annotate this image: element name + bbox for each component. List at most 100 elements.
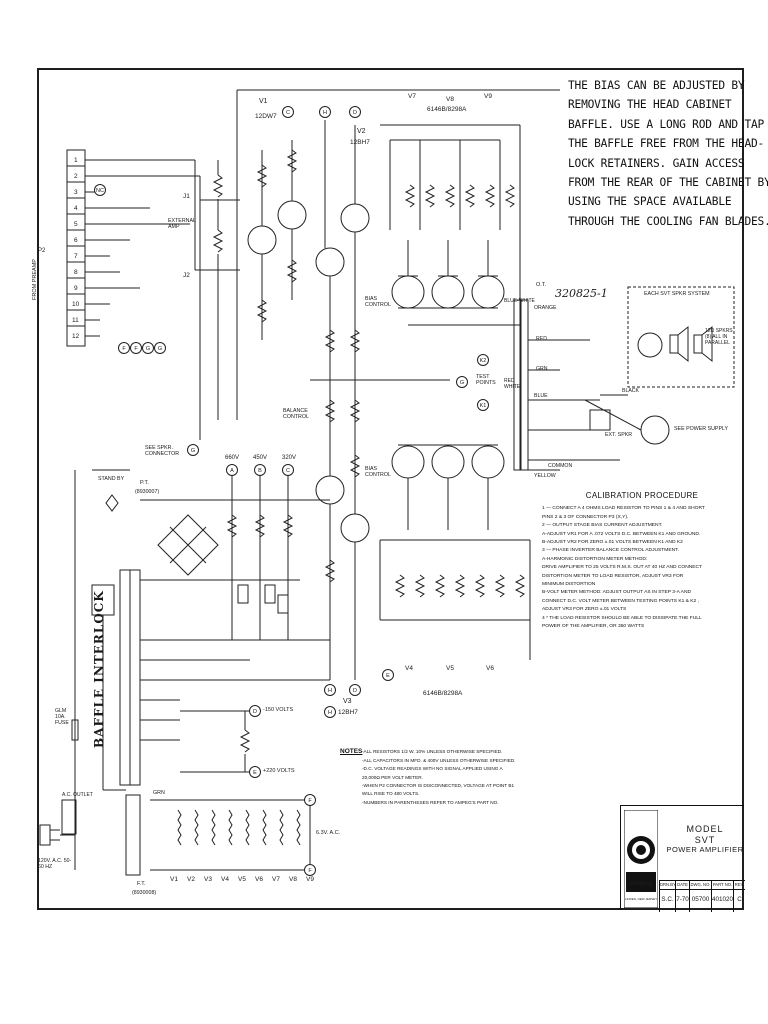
svg-text:10: 10 [72,301,80,308]
v7-tube [391,275,425,309]
v3-label: V3 [343,698,352,705]
filament-transformer [125,794,141,876]
svg-text:H: H [328,688,332,694]
power-connector [640,415,670,445]
v3-type-label: 12BH7 [338,709,358,716]
general-notes: NOTES -ALL RESISTORS 1/2 W. 10% UNLESS O… [340,748,540,807]
calibration-step-line: B-ADJUST VR2 FOR ZERO ±.01 VOLTS BETWEEN… [542,540,683,546]
node-markers [94,106,489,876]
heater-filaments [177,809,301,846]
svg-text:F: F [308,868,312,874]
v8-tube [431,275,465,309]
dwg-no-cell: DWG. NO.05700 [689,881,711,912]
grn-wire-label: GRN [536,366,548,372]
svg-text:K2: K2 [480,358,487,364]
j1-label: J1 [183,193,190,200]
note-line: -ALL CAPACITORS IN MFD. & 400V UNLESS OT… [362,757,516,763]
from-preamp-label: FROM PREAMP [32,259,38,300]
bottom-tubes-label: 6146B/8298A [423,690,463,697]
6v3-ac-label: 6.3V. A.C. [316,830,341,836]
svg-text:H: H [328,710,332,716]
bias-note-line: THE BAFFLE FREE FROM THE HEAD- [568,137,765,151]
p2-pin-lines [85,159,200,337]
ext-spkr-jack [589,409,611,431]
bias-control-top-label: BIAS CONTROL [365,296,391,308]
red-white-wire-label: RED WHITE [504,378,521,390]
speakers-label: 12Ω SPKRS (8) ALL IN PARALLEL [705,328,733,346]
v2-tube-a [315,247,345,277]
bias-note-line: THE BIAS CAN BE ADJUSTED BY [568,79,745,92]
660v-label: 660V [225,455,240,461]
ot-label: O.T. [536,282,547,288]
heater-tube-label: V9 [306,876,314,883]
blue-white-wire-label: BLUE-WHITE [504,298,535,304]
calibration-step-line: 4 * THE LOAD RESISTOR SHOULD BE ABLE TO … [542,615,702,621]
v9-tube [471,275,505,309]
ac-outlet [61,799,77,835]
v4-tube [391,445,425,479]
svg-text:E: E [386,673,390,679]
part-no-cell: PART NO.401020 [711,881,733,912]
svg-text:5: 5 [74,221,78,228]
speaker-icon-1 [669,325,689,363]
v3-tube-b [340,513,370,543]
ot-number-label: 320825-1 [555,287,608,300]
each-svt-label: EACH SVT SPKR SYSTEM [644,291,710,297]
calibration-step-line: 2 — OUTPUT STAGE BIAS CURRENT ADJUSTMENT… [542,523,663,529]
v6-label: V6 [486,665,494,672]
drawing-border [37,68,744,910]
svg-text:C: C [286,468,290,474]
450v-label: 450V [253,455,268,461]
bias-note-line: FROM THE REAR OF THE CABINET BY [568,176,768,190]
model-name: SVT [694,834,716,845]
p2-connector [66,149,86,347]
model-label: MODEL [686,824,724,834]
ampeg-logo: ampeg LINDEN, NEW JERSEY [624,810,658,908]
heater-tube-label: V4 [221,876,229,883]
see-spkr-label: SEE SPKR. CONNECTOR [145,445,180,457]
svg-text:G: G [460,380,464,386]
see-power-label: SEE POWER SUPPLY [674,426,729,432]
heater-tube-label: V3 [204,876,212,883]
pos220-label: +220 VOLTS [263,768,295,774]
pt-number-label: (8930007) [135,489,160,495]
svg-text:B: B [258,468,262,474]
top-tubes-label: 6146B/8298A [427,106,467,113]
heater-grn-label: GRN [153,790,165,796]
blue-wire-label: BLUE [534,393,548,399]
calibration-step-line: ADJUST VR3 FOR ZERO ±.01 VOLTS [542,607,627,613]
rectifier-bridge [157,514,219,576]
calibration-title: CALIBRATION PROCEDURE [585,491,699,500]
calibration-step-line: A-HARMONIC DISTORTION METER METHOD: [542,556,648,562]
ext-spkr-label: EXT. SPKR [605,432,633,438]
test-points-label: TEST POINTS [476,374,496,386]
calibration-procedure: CALIBRATION PROCEDURE 1 — CONNECT A 4 OH… [542,491,742,632]
calibration-step-line: DRIVE AMPLIFIER TO 25 VOLTS R.M.S. OUT A… [542,565,703,571]
speaker-icon-2 [693,325,713,363]
v5-label: V5 [446,665,454,672]
note-line: -NUMBERS IN PARENTHESES REFER TO AMPEG'S… [362,799,499,805]
notes-list: -ALL RESISTORS 1/2 W. 10% UNLESS OTHERWI… [362,748,540,807]
calibration-steps: 1 — CONNECT A 4 OHMS LOAD RESISTOR TO PI… [542,505,742,631]
bias-note-line: REMOVING THE HEAD CABINET [568,98,732,112]
svg-text:C: C [286,110,290,116]
balance-control-label: BALANCE CONTROL [283,408,309,420]
svg-text:E: E [253,770,257,776]
bias-note-line: USING THE SPACE AVAILABLE [568,195,732,209]
v1-label: V1 [259,98,268,105]
svg-text:1: 1 [74,157,78,164]
bias-control-bottom-label: BIAS CONTROL [365,466,391,478]
red-wire-label: RED [536,336,547,342]
svg-text:12: 12 [72,333,80,340]
heater-tube-label: V6 [255,876,263,883]
line-plug [39,824,60,846]
320v-label: 320V [282,455,297,461]
v1-tube-a [247,225,277,255]
fuse-label: GLM 10A. FUSE [55,708,69,726]
svg-text:F: F [122,346,126,352]
heater-tube-label: V2 [187,876,195,883]
